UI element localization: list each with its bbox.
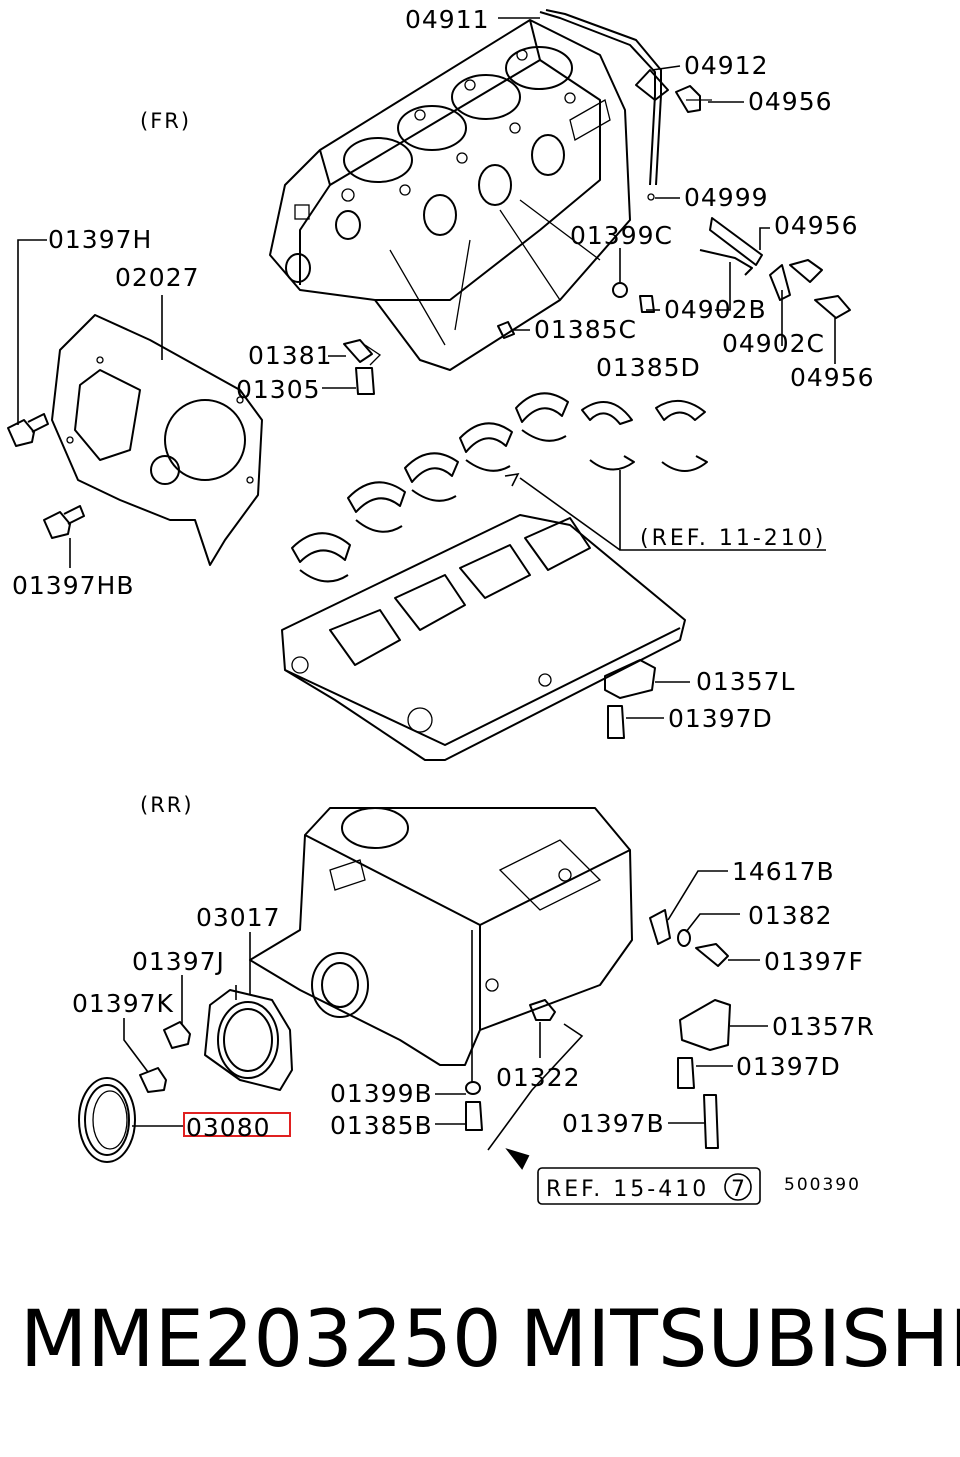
reference-15-410-circle: 7: [731, 1177, 748, 1202]
part-label-01385c[interactable]: 01385C: [534, 315, 637, 344]
cylinder-block-front: [269, 19, 631, 371]
bolt-01397h: [7, 413, 49, 447]
part-label-01399c[interactable]: 01399C: [570, 221, 673, 250]
part-label-01305[interactable]: 01305: [236, 375, 321, 404]
bracket-14617b: [649, 909, 729, 967]
front-plate-02027: [51, 314, 263, 566]
ref-arrow: [505, 1148, 530, 1170]
part-label-01397hb[interactable]: 01397HB: [12, 571, 134, 600]
footer-part-number: MME203250: [20, 1295, 502, 1385]
leader-lines: [17, 17, 836, 1151]
part-label-04902b[interactable]: 04902B: [664, 295, 767, 324]
bolt-01397hb: [43, 505, 85, 539]
part-label-04956-b[interactable]: 04956: [774, 211, 859, 240]
part-label-01382[interactable]: 01382: [748, 901, 833, 930]
bracket-04902: [699, 217, 851, 319]
part-label-01397h[interactable]: 01397H: [48, 225, 152, 254]
oil-seal-case-03017: [204, 989, 293, 1091]
part-label-01357r[interactable]: 01357R: [772, 1012, 875, 1041]
main-bearings: [291, 392, 708, 583]
oil-seal-03080[interactable]: [78, 1077, 136, 1163]
reference-15-410-text: REF. 15-410: [546, 1177, 709, 1202]
part-label-04911[interactable]: 04911: [405, 5, 490, 34]
small-parts-front: [343, 282, 655, 395]
diagram-code: 500390: [784, 1175, 861, 1195]
part-label-03017[interactable]: 03017: [196, 903, 281, 932]
part-label-04999[interactable]: 04999: [684, 183, 769, 212]
part-label-01397f[interactable]: 01397F: [764, 947, 864, 976]
part-label-01397k[interactable]: 01397K: [72, 989, 174, 1018]
part-label-01357l[interactable]: 01357L: [696, 667, 795, 696]
section-label-front: (FR): [140, 109, 191, 133]
reference-11-210[interactable]: (REF. 11-210): [640, 526, 826, 551]
reference-15-410[interactable]: REF. 15-410 7: [537, 1167, 761, 1205]
part-label-01385b[interactable]: 01385B: [330, 1111, 433, 1140]
lower-crankcase: [281, 514, 686, 761]
small-parts-rear: [465, 999, 556, 1131]
part-label-04902c[interactable]: 04902C: [722, 329, 825, 358]
part-label-01322[interactable]: 01322: [496, 1063, 581, 1092]
part-label-04912[interactable]: 04912: [684, 51, 769, 80]
section-label-rear: (RR): [140, 793, 194, 817]
part-label-01397b[interactable]: 01397B: [562, 1109, 665, 1138]
part-label-14617b[interactable]: 14617B: [732, 857, 835, 886]
part-label-04956-a[interactable]: 04956: [748, 87, 833, 116]
part-label-01397d-b[interactable]: 01397D: [736, 1052, 841, 1081]
cylinder-block-rear: [249, 807, 633, 1066]
part-label-01397j[interactable]: 01397J: [132, 947, 225, 976]
bracket-01357r: [677, 999, 731, 1149]
bracket-01357l: [604, 659, 656, 739]
part-label-01397d-a[interactable]: 01397D: [668, 704, 773, 733]
part-label-01399b[interactable]: 01399B: [330, 1079, 433, 1108]
part-label-04956-c[interactable]: 04956: [790, 363, 875, 392]
part-label-03080[interactable]: 03080: [186, 1113, 271, 1142]
part-label-01385d[interactable]: 01385D: [596, 353, 701, 382]
dipstick-assembly: [539, 9, 712, 201]
highlight-box-03080: [183, 1112, 291, 1137]
footer-brand: MITSUBISHI: [520, 1295, 960, 1385]
part-label-02027[interactable]: 02027: [115, 263, 200, 292]
bolt-01397j: [163, 1021, 191, 1049]
part-label-01381[interactable]: 01381: [248, 341, 333, 370]
bolt-01397k: [139, 1067, 167, 1093]
